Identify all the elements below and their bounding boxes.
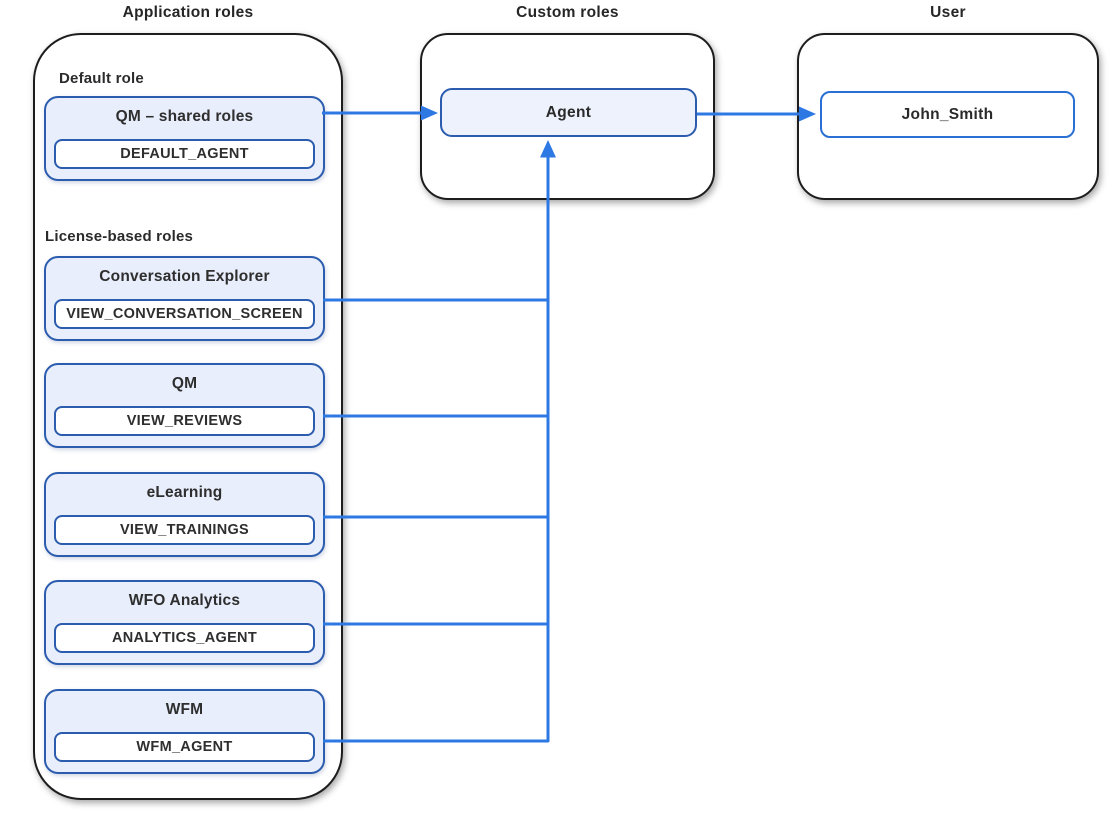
custom-roles-header: Custom roles — [516, 4, 619, 21]
role-title: QM — [171, 375, 198, 392]
role-title: WFM — [165, 701, 204, 718]
role-title: Conversation Explorer — [99, 268, 270, 285]
role-box-wfm: WFM WFM_AGENT — [44, 689, 325, 774]
role-box-qm: QM VIEW_REVIEWS — [44, 363, 325, 448]
permission-default-agent: DEFAULT_AGENT — [54, 139, 315, 169]
connector-strokes — [322, 111, 801, 743]
permission-view-reviews: VIEW_REVIEWS — [54, 406, 315, 436]
connector-wfm-and-trunk-to-agent — [323, 156, 550, 743]
permission-analytics-agent: ANALYTICS_AGENT — [54, 623, 315, 653]
application-roles-header: Application roles — [122, 4, 254, 21]
permission-wfm-agent: WFM_AGENT — [54, 732, 315, 762]
user-header: User — [930, 4, 966, 21]
role-title: eLearning — [146, 484, 223, 501]
permission-view-conversation-screen: VIEW_CONVERSATION_SCREEN — [54, 299, 315, 329]
license-roles-section-label: License-based roles — [45, 228, 194, 245]
role-box-conversation-explorer: Conversation Explorer VIEW_CONVERSATION_… — [44, 256, 325, 341]
role-box-qm-shared-roles: QM – shared roles DEFAULT_AGENT — [44, 96, 325, 181]
role-box-elearning: eLearning VIEW_TRAININGS — [44, 472, 325, 557]
role-title: QM – shared roles — [115, 108, 254, 125]
custom-role-agent-box: Agent — [440, 88, 697, 137]
role-box-wfo-analytics: WFO Analytics ANALYTICS_AGENT — [44, 580, 325, 665]
role-title: WFO Analytics — [128, 592, 241, 609]
user-john-smith-box: John_Smith — [820, 91, 1075, 138]
permission-view-trainings: VIEW_TRAININGS — [54, 515, 315, 545]
default-role-section-label: Default role — [59, 70, 144, 87]
